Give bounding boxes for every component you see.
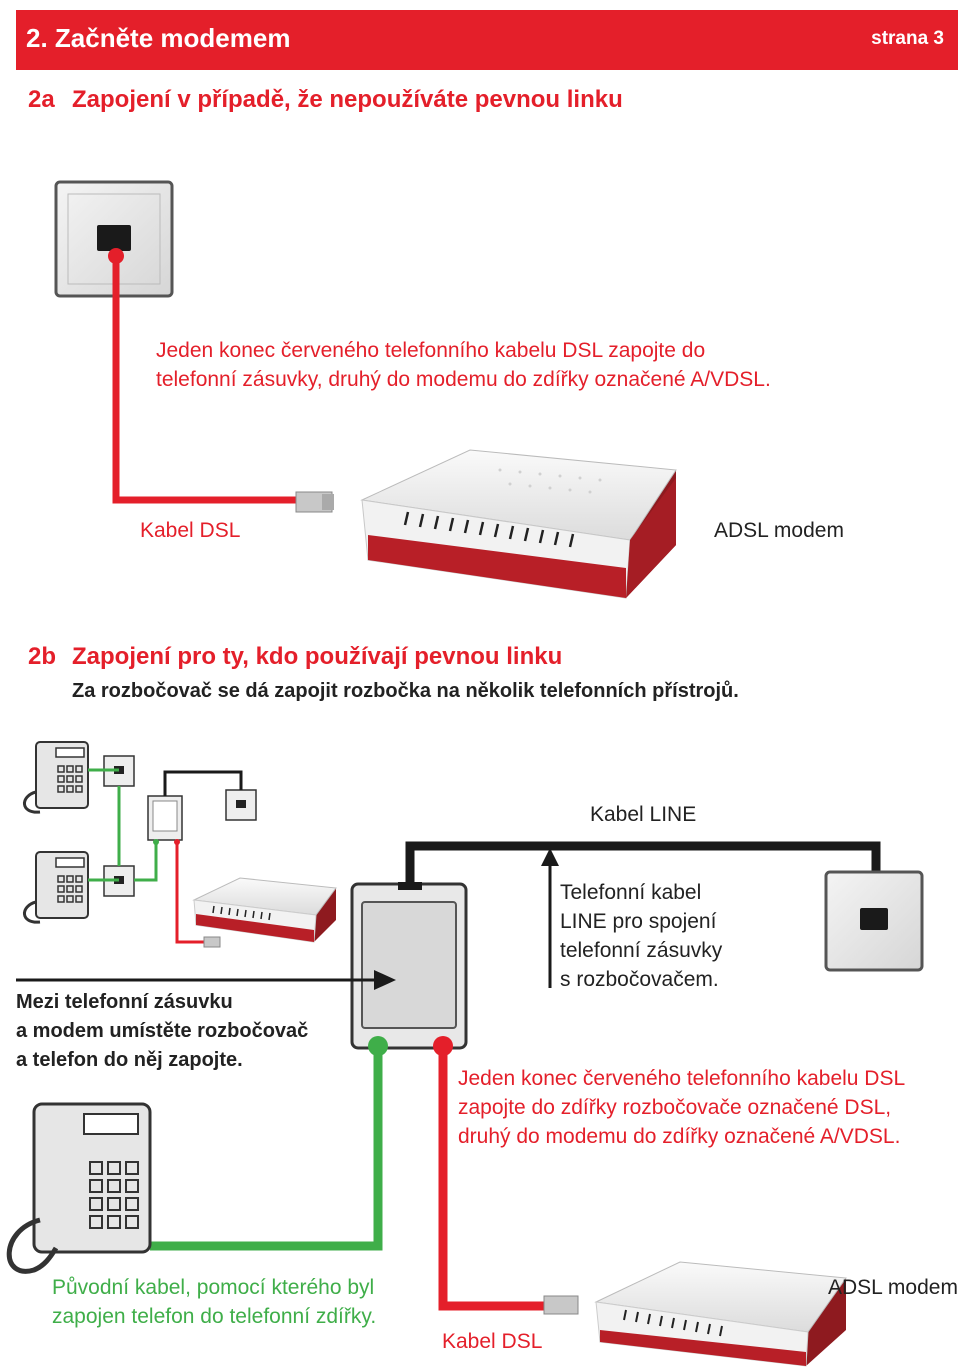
phone-large: [6, 1102, 152, 1274]
adsl-modem-a: [360, 449, 677, 599]
line-cable-desc-line: LINE pro spojení: [560, 910, 717, 933]
small-modem: [192, 877, 337, 943]
phone-top: [23, 741, 89, 814]
instruction-b-line: druhý do modemu do zdířky označené A/VDS…: [458, 1125, 901, 1148]
line-cable-desc: Telefonní kabel LINE pro spojení telefon…: [560, 878, 722, 994]
arrow-up: [541, 848, 559, 988]
adsl-modem-b: [594, 1261, 847, 1367]
instruction-a: Jeden konec červeného telefonního kabelu…: [156, 336, 771, 394]
wall-socket-b: [824, 870, 924, 972]
section-b-number: 2b: [28, 643, 57, 670]
cable-label-a: Kabel DSL: [140, 519, 241, 542]
phone-cable-desc-line: Původní kabel, pomocí kterého byl: [52, 1276, 375, 1299]
arrow-right: [16, 970, 396, 990]
chapter-title: 2. Začněte modemem: [26, 23, 291, 53]
cable-label-b: Kabel DSL: [442, 1330, 543, 1353]
instruction-a-line: telefonní zásuvky, druhý do modemu do zd…: [156, 368, 771, 391]
section-b-subtitle: Za rozbočovač se dá zapojit rozbočka na …: [72, 680, 739, 702]
splitter-desc: Mezi telefonní zásuvku a modem umístěte …: [16, 988, 308, 1075]
phone-cable-desc: Původní kabel, pomocí kterého byl zapoje…: [52, 1273, 376, 1331]
small-sockets: [103, 755, 257, 897]
phone-cable-green: [150, 1036, 388, 1251]
splitter-desc-line: Mezi telefonní zásuvku: [16, 991, 233, 1013]
splitter: [350, 882, 468, 1050]
section-b-title-text: Zapojení pro ty, kdo používají pevnou li…: [72, 643, 563, 670]
section-b-title: 2b Zapojení pro ty, kdo používají pevnou …: [28, 643, 562, 671]
dsl-cable-b: [433, 1036, 579, 1315]
instruction-b-line: Jeden konec červeného telefonního kabelu…: [458, 1067, 906, 1090]
page-number: strana 3: [871, 28, 944, 49]
dsl-cable-a: [108, 248, 334, 513]
section-a-number: 2a: [28, 86, 55, 113]
splitter-desc-line: a telefon do něj zapojte.: [16, 1049, 243, 1071]
header-bar: 2. Začněte modemem strana 3: [16, 10, 958, 70]
instruction-b-line: zapojte do zdířky rozbočovače označené D…: [458, 1096, 892, 1119]
instruction-a-line: Jeden konec červeného telefonního kabelu…: [156, 339, 706, 362]
phone-middle: [23, 851, 89, 924]
section-a-title-text: Zapojení v případě, že nepoužíváte pevno…: [72, 86, 623, 113]
small-cables: [88, 768, 243, 948]
section-a-title: 2a Zapojení v případě, že nepoužíváte pev…: [28, 86, 623, 114]
line-cable-desc-line: Telefonní kabel: [560, 881, 702, 904]
line-cable-label: Kabel LINE: [590, 803, 697, 826]
phone-cable-desc-line: zapojen telefon do telefonní zdířky.: [52, 1305, 377, 1328]
instruction-b: Jeden konec červeného telefonního kabelu…: [458, 1064, 905, 1151]
line-cable-desc-line: telefonní zásuvky: [560, 939, 723, 962]
splitter-desc-line: a modem umístěte rozbočovač: [16, 1020, 309, 1042]
line-cable: [398, 841, 881, 890]
line-cable-desc-line: s rozbočovačem.: [560, 968, 719, 991]
modem-label-a: ADSL modem: [714, 519, 844, 542]
modem-label-b: ADSL modem: [828, 1276, 958, 1299]
